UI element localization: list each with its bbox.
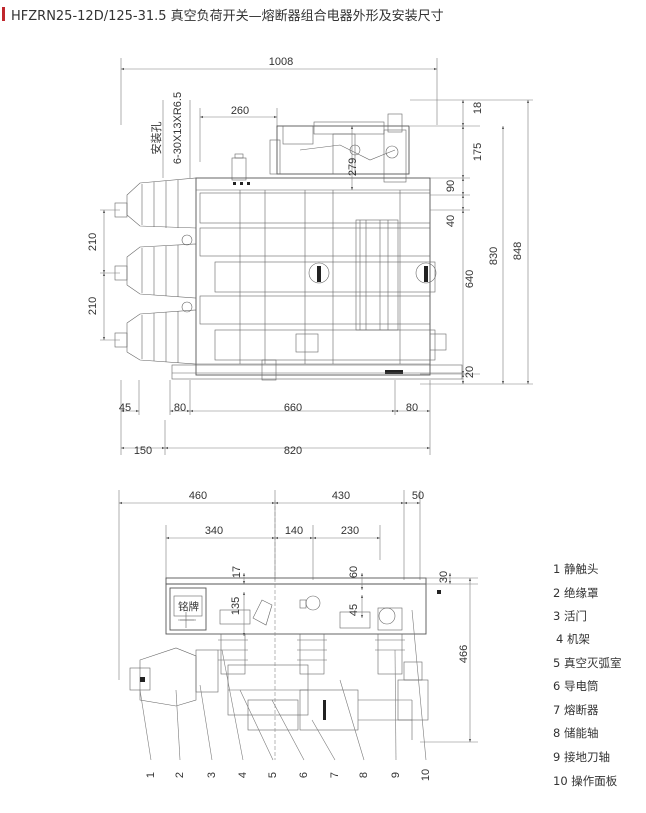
callout-8: 8 [358,772,370,778]
dim-260: 260 [231,105,249,117]
side-dim-30: 30 [438,571,450,583]
legend-item-5: 5 真空灭弧室 [553,656,621,670]
dim-640: 640 [464,270,476,288]
page-title: HFZRN25-12D/125-31.5 真空负荷开关—熔断器组合电器外形及安装… [11,8,444,24]
dim-40: 40 [445,215,457,227]
side-dim-50: 50 [412,490,424,502]
legend-item-8: 8 储能轴 [553,726,598,740]
dim-45: 45 [119,402,131,414]
side-dim-230: 230 [341,525,359,537]
dim-848: 848 [512,242,524,260]
front-view-drawing [100,58,533,455]
insulator-phase-b [114,243,197,299]
insulator-phase-a [114,177,197,229]
callout-4: 4 [237,772,249,778]
mounting-hole-label: 安装孔 [149,122,163,155]
callout-9: 9 [390,772,402,778]
dim-210-top: 210 [87,233,99,251]
legend-item-10: 10 操作面板 [553,774,618,788]
side-dim-430: 430 [332,490,350,502]
dim-150: 150 [134,445,152,457]
dim-80-left: 80 [174,402,186,414]
side-view-drawing [118,490,478,761]
legend-item-6: 6 导电筒 [553,679,598,693]
callout-3: 3 [206,772,218,778]
side-dim-340: 340 [205,525,223,537]
parts-legend: 1 静触头 2 绝缘罩 3 活门 4 机架 5 真空灭弧室 6 导电筒 7 熔断… [553,562,621,788]
callout-5: 5 [267,772,279,778]
dim-175: 175 [472,143,484,161]
dim-210-bottom: 210 [87,297,99,315]
dim-830: 830 [488,247,500,265]
legend-item-9: 9 接地刀轴 [553,750,610,764]
dim-1008: 1008 [269,56,293,68]
title-accent-bar [2,7,5,21]
side-dim-60: 60 [348,566,360,578]
callout-6: 6 [298,772,310,778]
nameplate-label: 铭牌 [178,600,199,613]
header: HFZRN25-12D/125-31.5 真空负荷开关—熔断器组合电器外形及安装… [2,4,444,24]
dim-279: 279 [347,158,359,176]
insulator-phase-c [114,309,197,365]
callout-2: 2 [174,772,186,778]
side-dim-466: 466 [458,645,470,663]
hole-spec-label: 6-30X13XR6.5 [172,92,184,164]
dim-820: 820 [284,445,302,457]
dim-18: 18 [472,102,484,114]
legend-item-2: 2 绝缘罩 [553,586,598,600]
callout-10: 10 [420,769,432,781]
legend-item-1: 1 静触头 [553,562,598,576]
dim-90: 90 [445,180,457,192]
legend-item-4: 4 机架 [556,632,590,646]
legend-item-3: 3 活门 [553,609,587,623]
side-dim-140: 140 [285,525,303,537]
callout-1: 1 [145,772,157,778]
side-dim-45: 45 [348,604,360,616]
dim-20: 20 [464,366,476,378]
side-dim-17: 17 [231,566,243,578]
dim-80-right: 80 [406,402,418,414]
callout-7: 7 [329,772,341,778]
side-dim-135: 135 [230,597,242,615]
side-dim-460: 460 [189,490,207,502]
legend-item-7: 7 熔断器 [553,703,599,717]
dim-660: 660 [284,402,302,414]
